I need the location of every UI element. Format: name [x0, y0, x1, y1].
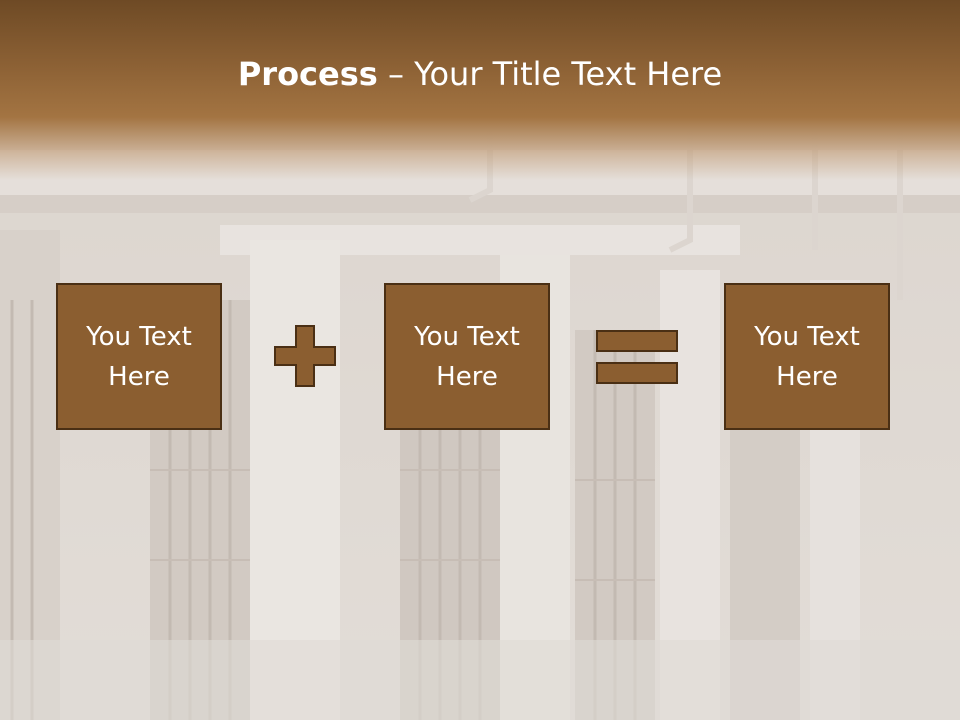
plus-icon	[274, 325, 336, 387]
process-box-2-label: You Text Here	[414, 321, 520, 392]
title-strong: Process	[237, 55, 378, 93]
slide-title: Process – Your Title Text Here	[0, 52, 960, 96]
process-box-3: You Text Here	[724, 283, 890, 430]
title-bar	[0, 0, 960, 180]
process-box-3-label: You Text Here	[754, 321, 860, 392]
process-box-1: You Text Here	[56, 283, 222, 430]
equals-icon	[596, 330, 678, 384]
process-box-1-label: You Text Here	[86, 321, 192, 392]
title-rest: – Your Title Text Here	[377, 55, 723, 93]
process-box-2: You Text Here	[384, 283, 550, 430]
